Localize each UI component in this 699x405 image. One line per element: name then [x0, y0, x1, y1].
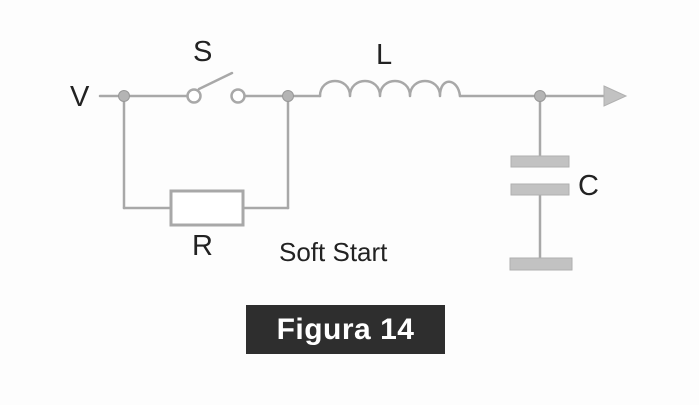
ground-bar	[509, 257, 573, 271]
diagram-caption: Soft Start	[279, 237, 388, 267]
label-inductor: L	[376, 39, 393, 71]
label-capacitor: C	[578, 170, 599, 202]
label-switch: S	[193, 36, 213, 68]
switch-lever	[197, 71, 234, 91]
resistor-body	[169, 189, 245, 227]
junction-node-right	[282, 90, 294, 102]
switch-contact-left	[186, 88, 202, 104]
figure-label-box: Figura 14	[246, 305, 445, 354]
inductor-coil	[318, 79, 462, 98]
switch-contact-right	[230, 88, 246, 104]
junction-node-left	[118, 90, 130, 102]
capacitor-plate-top	[510, 155, 570, 168]
label-voltage: V	[70, 81, 90, 113]
output-arrow-head	[603, 85, 628, 107]
capacitor-plate-bottom	[510, 183, 570, 196]
label-resistor: R	[192, 230, 213, 262]
figure-label: Figura 14	[276, 312, 415, 346]
junction-node-output	[534, 90, 546, 102]
